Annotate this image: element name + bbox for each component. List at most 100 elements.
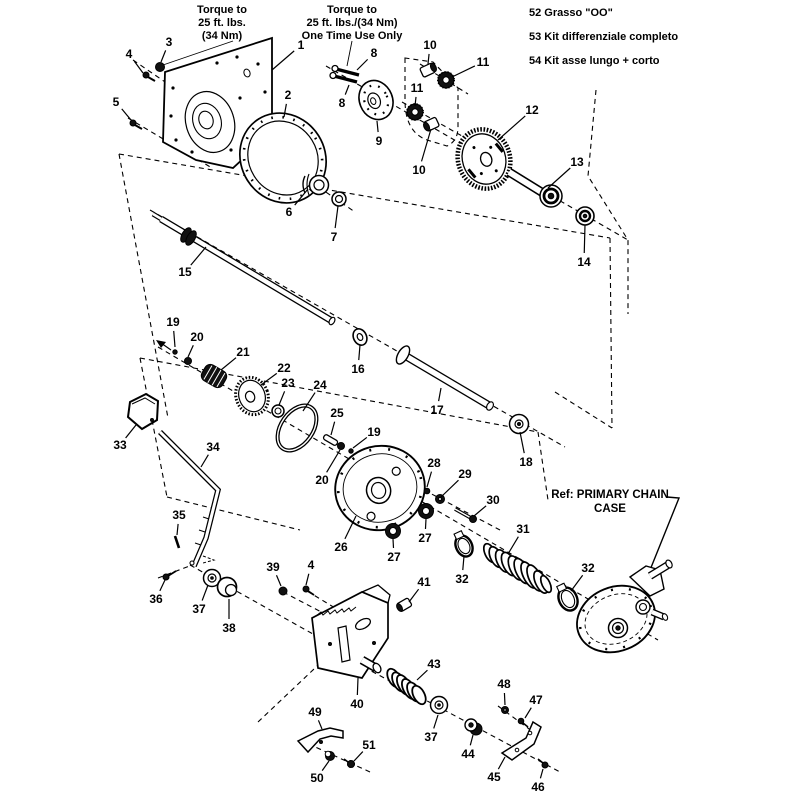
callout-leader-19 bbox=[352, 436, 368, 449]
callout-leader-11 bbox=[414, 96, 417, 107]
part-callout-6: 6 bbox=[286, 205, 293, 219]
callout-leader-47 bbox=[524, 707, 532, 719]
callout-leader-26 bbox=[344, 515, 357, 540]
callout-leader-22 bbox=[260, 372, 278, 386]
part-nut-20a bbox=[184, 357, 192, 365]
part-bushing-6 bbox=[302, 173, 330, 196]
part-callout-22: 22 bbox=[277, 361, 291, 375]
part-bolt-30 bbox=[454, 507, 477, 523]
part-callout-7: 7 bbox=[331, 230, 338, 244]
callout-leader-8 bbox=[344, 84, 350, 95]
part-washer-37b bbox=[429, 695, 449, 715]
part-pin-19a bbox=[172, 349, 178, 355]
callout-leader-46 bbox=[539, 768, 544, 779]
callout-leader-45 bbox=[497, 756, 506, 770]
parts-layer bbox=[126, 36, 673, 769]
part-callout-45: 45 bbox=[487, 770, 501, 784]
part-callout-19: 19 bbox=[166, 315, 180, 329]
callout-leader-34 bbox=[200, 454, 209, 468]
part-callout-14: 14 bbox=[577, 255, 591, 269]
part-screw-4b bbox=[302, 585, 315, 596]
part-plug-3 bbox=[155, 62, 165, 72]
part-screw-36 bbox=[162, 570, 177, 581]
part-callout-18: 18 bbox=[519, 455, 533, 469]
callout-leader-33 bbox=[125, 424, 137, 439]
part-pinion-10b bbox=[423, 116, 440, 132]
part-callout-48: 48 bbox=[497, 677, 511, 691]
note-line: One Time Use Only bbox=[301, 30, 403, 42]
part-callout-37: 37 bbox=[192, 602, 206, 616]
part-screw-5 bbox=[129, 119, 143, 130]
part-clamp-32b bbox=[555, 582, 579, 612]
callout-leader-18 bbox=[519, 431, 525, 454]
part-callout-5: 5 bbox=[113, 95, 120, 109]
part-callout-32: 32 bbox=[581, 561, 595, 575]
legend-item-52: 52 Grasso "OO" bbox=[529, 7, 613, 19]
callout-leader-17 bbox=[438, 387, 442, 402]
part-callout-9: 9 bbox=[376, 134, 383, 148]
part-pin-25 bbox=[322, 434, 339, 446]
part-callout-46: 46 bbox=[531, 780, 545, 794]
part-callout-35: 35 bbox=[172, 508, 186, 522]
part-clamp-32a bbox=[453, 529, 474, 558]
part-washer-16 bbox=[352, 328, 368, 346]
part-callout-28: 28 bbox=[427, 456, 441, 470]
part-callout-23: 23 bbox=[281, 376, 295, 390]
part-callout-43: 43 bbox=[427, 657, 441, 671]
part-callout-44: 44 bbox=[461, 747, 475, 761]
part-callout-31: 31 bbox=[516, 522, 530, 536]
part-screw-47 bbox=[517, 717, 529, 728]
part-worm-21 bbox=[200, 363, 228, 389]
note-line: Ref: PRIMARY CHAIN bbox=[551, 489, 669, 501]
part-callout-20: 20 bbox=[315, 473, 329, 487]
part-callout-8: 8 bbox=[371, 46, 378, 60]
part-callout-16: 16 bbox=[351, 362, 365, 376]
callout-leader-8 bbox=[356, 58, 369, 71]
callout-leader-9 bbox=[376, 120, 379, 133]
callout-leader-6 bbox=[294, 188, 309, 206]
part-callout-49: 49 bbox=[308, 705, 322, 719]
part-nut-29 bbox=[435, 494, 445, 504]
part-axle-17 bbox=[395, 345, 495, 411]
part-callouts: 1234567889101011111213141516171819202122… bbox=[113, 35, 595, 794]
part-callout-17: 17 bbox=[430, 403, 444, 417]
part-lever-45 bbox=[500, 720, 542, 761]
callout-leader-32 bbox=[462, 555, 465, 571]
note-line: CASE bbox=[594, 503, 626, 515]
part-callout-12: 12 bbox=[525, 103, 539, 117]
part-callout-41: 41 bbox=[417, 575, 431, 589]
callout-leader-5 bbox=[121, 108, 132, 121]
callout-leader-27 bbox=[424, 518, 427, 530]
part-primary-chain-case bbox=[576, 559, 673, 654]
callout-leader-29 bbox=[440, 479, 459, 498]
callout-leader-4 bbox=[133, 60, 144, 74]
part-ball-39 bbox=[278, 586, 288, 596]
part-callout-13: 13 bbox=[570, 155, 584, 169]
part-gear-11b bbox=[406, 103, 424, 121]
callout-leader-3 bbox=[160, 50, 167, 63]
part-callout-19: 19 bbox=[367, 425, 381, 439]
callout-leader-31 bbox=[507, 536, 519, 555]
pin-19-arrowhead bbox=[156, 340, 166, 348]
part-callout-8: 8 bbox=[339, 96, 346, 110]
part-diff-case-26 bbox=[334, 444, 426, 532]
part-callout-25: 25 bbox=[330, 406, 344, 420]
callout-leader-23 bbox=[278, 391, 286, 406]
part-flange-9 bbox=[358, 79, 394, 121]
part-washer-18 bbox=[508, 413, 530, 435]
part-bushing-27b bbox=[418, 503, 434, 519]
part-callout-2: 2 bbox=[285, 88, 292, 102]
callout-leader-2 bbox=[283, 103, 287, 118]
part-callout-29: 29 bbox=[458, 467, 472, 481]
callout-leader-39 bbox=[275, 575, 282, 587]
part-shaft-13 bbox=[506, 168, 563, 208]
part-callout-51: 51 bbox=[362, 738, 376, 752]
part-pinion-10a bbox=[419, 62, 437, 78]
note-line: (34 Nm) bbox=[201, 30, 243, 42]
ref-primary-chain-case-label: Ref: PRIMARY CHAIN CASE bbox=[551, 488, 669, 516]
callout-leader-7 bbox=[334, 205, 339, 229]
callout-leader-37 bbox=[201, 584, 209, 601]
callout-leader-24 bbox=[302, 392, 316, 412]
